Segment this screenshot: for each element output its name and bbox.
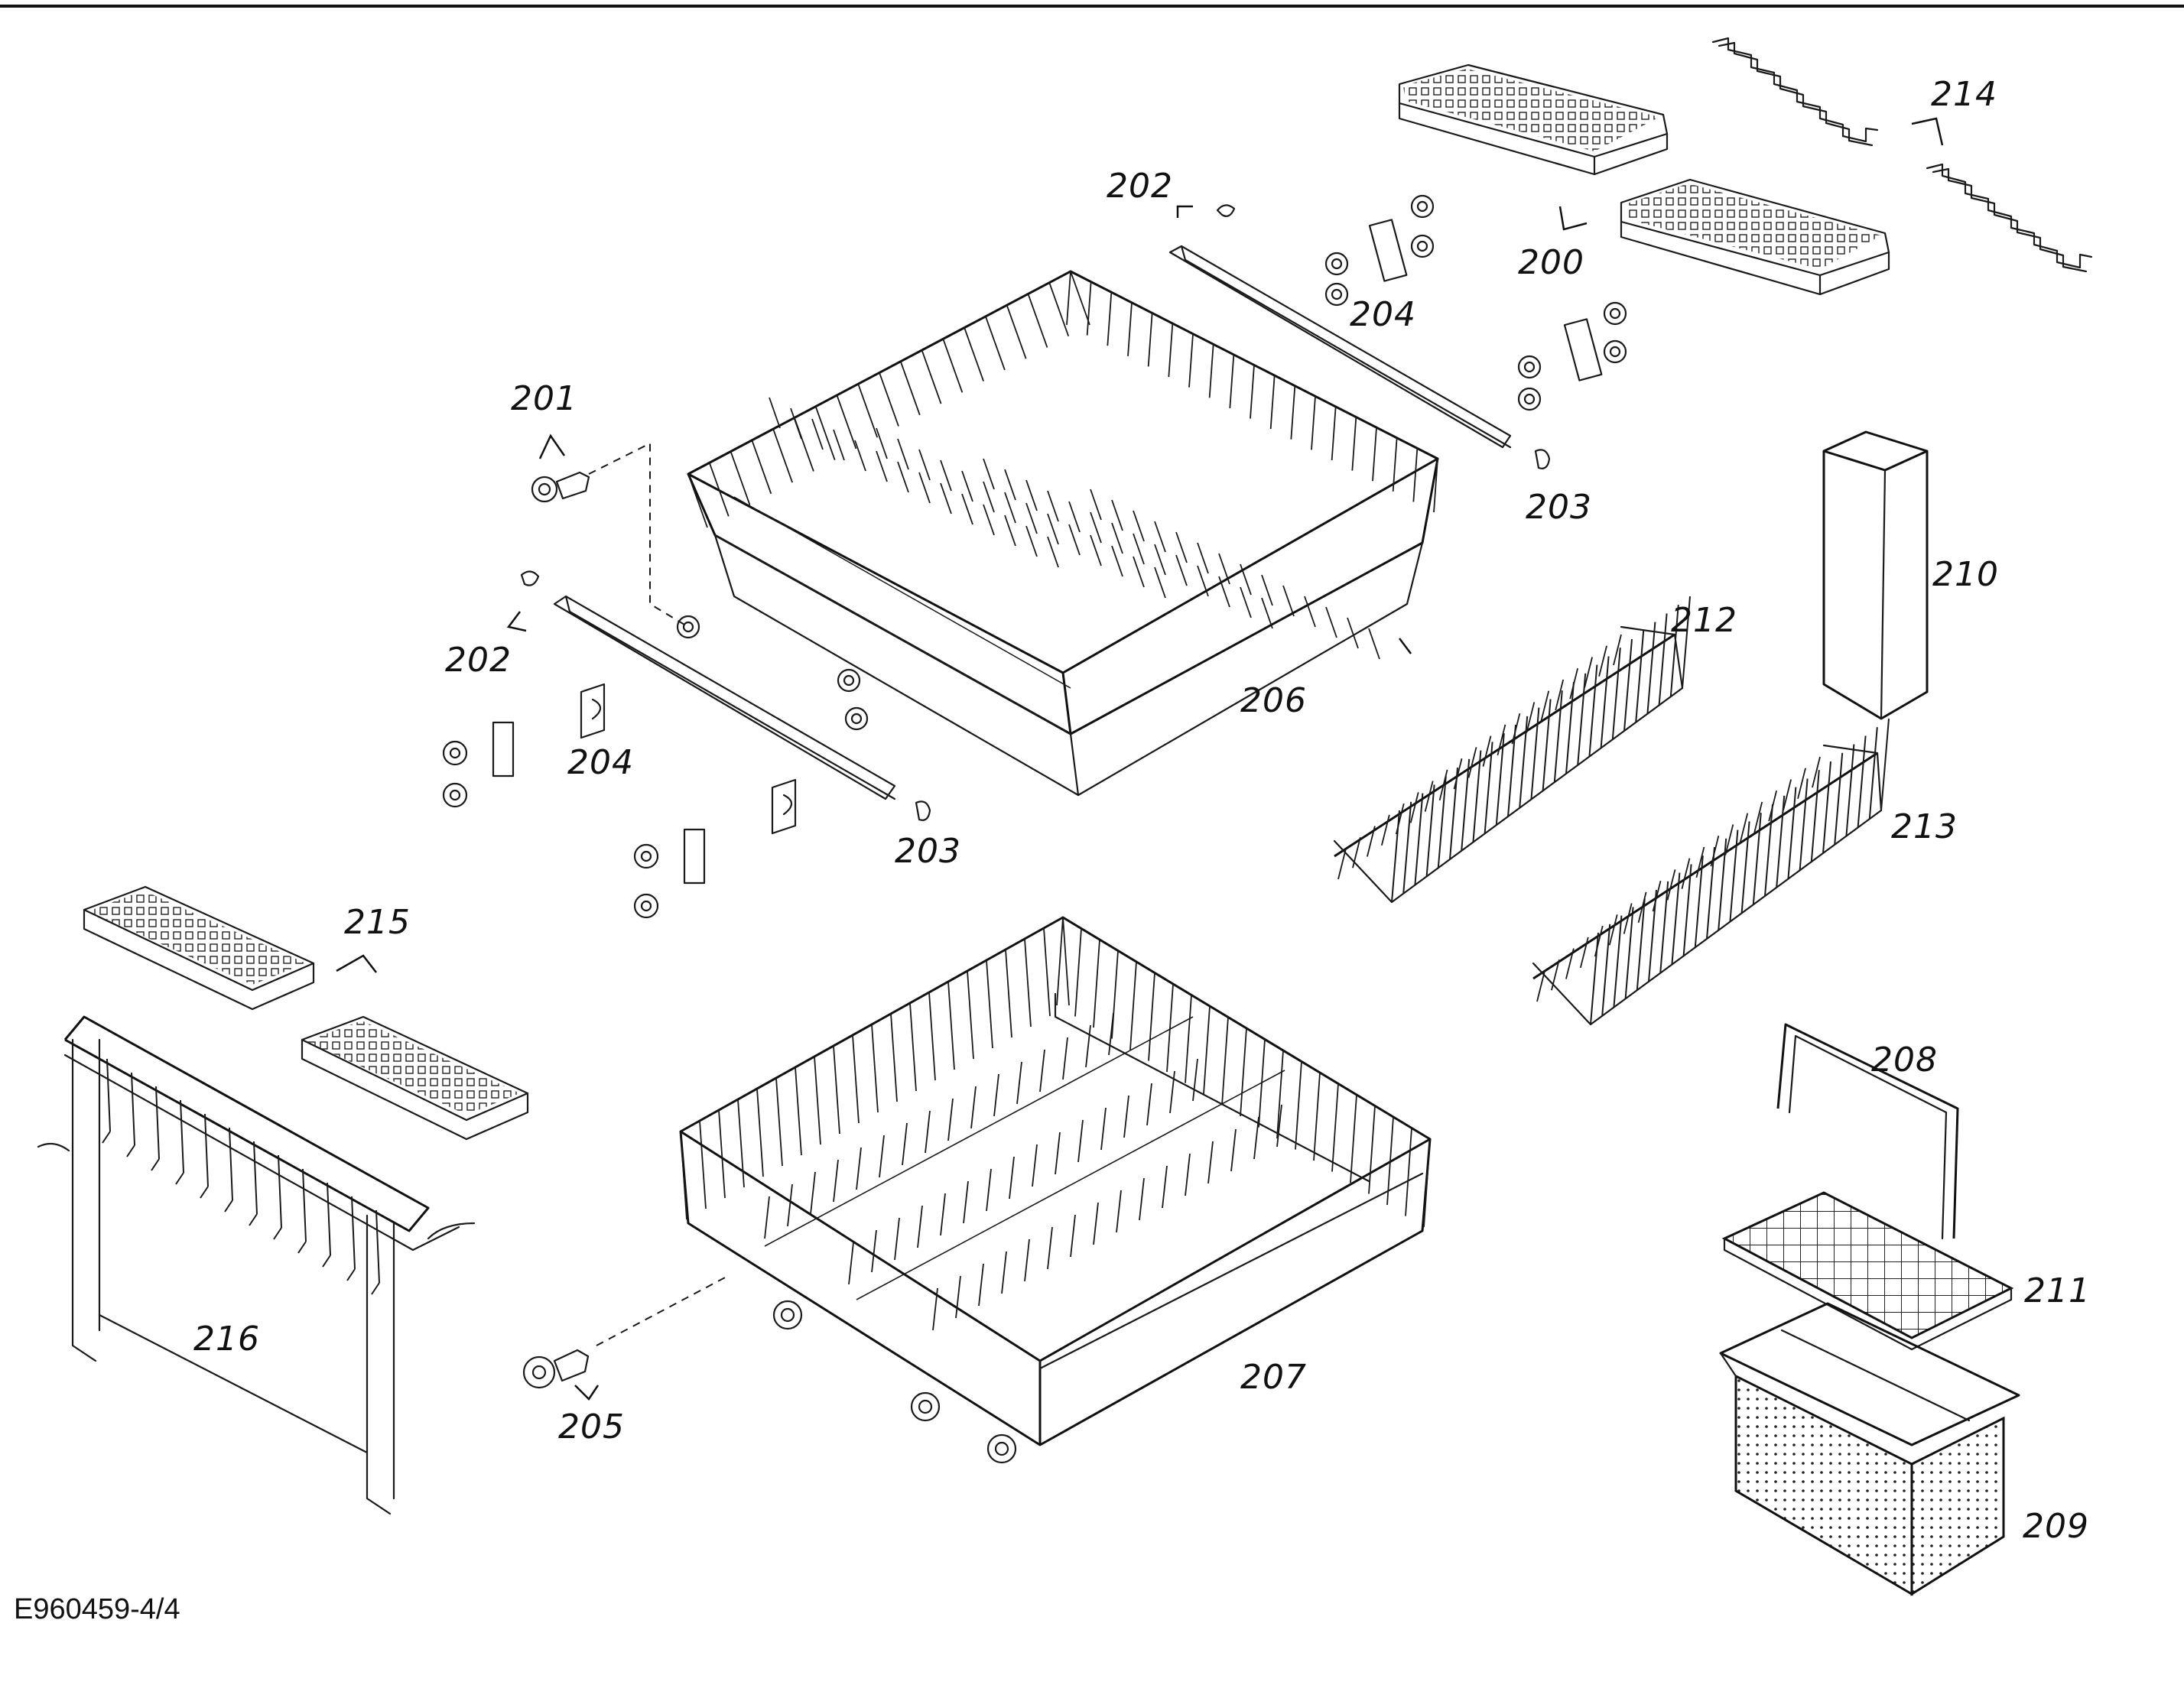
callout-215: 215 — [344, 903, 411, 942]
callout-208: 208 — [1871, 1041, 1938, 1080]
end-cap-upper-right — [1534, 449, 1551, 469]
zigzag-strip-bottom — [1926, 163, 2093, 273]
cup-rack-upper-left — [1398, 63, 1669, 176]
basket-wheel-205 — [522, 1276, 727, 1401]
callout-216: 216 — [193, 1320, 260, 1359]
callout-201: 201 — [511, 379, 577, 418]
cup-rack-215-right — [301, 1015, 529, 1141]
zigzag-strip-top — [1711, 37, 1879, 147]
roller-bracket-lower-left-2 — [633, 778, 797, 919]
cup-rack-upper-right — [1620, 178, 1890, 296]
callout-204-lower: 204 — [567, 743, 634, 782]
callout-210: 210 — [1932, 555, 1999, 594]
callout-209: 209 — [2023, 1507, 2089, 1546]
callout-203-upper: 203 — [1526, 488, 1592, 527]
cup-rack-215-left — [83, 885, 315, 1011]
callout-214: 214 — [1931, 75, 1997, 114]
folding-tine-rack-212 — [1333, 596, 1691, 904]
document-id: E960459-4/4 — [14, 1593, 180, 1625]
lower-basket — [679, 916, 1432, 1464]
callout-204-upper: 204 — [1350, 295, 1416, 334]
roller-bracket-upper-right-2 — [1517, 301, 1627, 411]
callout-202-upper: 202 — [1107, 167, 1173, 206]
callout-203-lower: 203 — [895, 832, 961, 871]
upper-basket — [676, 270, 1439, 797]
callout-213: 213 — [1891, 807, 1958, 846]
top-border-line — [0, 5, 2184, 8]
plate-rack-frame-216 — [37, 1015, 476, 1515]
cutlery-basket-209 — [1719, 1302, 2020, 1596]
callout-205: 205 — [558, 1407, 625, 1446]
basket-lid-211 — [1721, 1191, 2014, 1351]
folding-tine-rack-213 — [1532, 718, 1890, 1026]
roller-bracket-upper-right-1 — [1324, 194, 1435, 307]
basket-wheel-201 — [531, 433, 689, 628]
roller-bracket-lower-left-1 — [442, 683, 606, 808]
callout-200: 200 — [1518, 243, 1584, 282]
end-cap-lower-left — [915, 800, 931, 821]
callout-202-lower: 202 — [445, 641, 512, 680]
callout-211: 211 — [2024, 1271, 2091, 1310]
basket-handle-208 — [1776, 1023, 1959, 1240]
callout-207: 207 — [1240, 1358, 1307, 1397]
rail-lower-left — [506, 570, 896, 800]
cutlery-tube-210 — [1822, 430, 1929, 720]
rail-upper-right — [1168, 204, 1512, 449]
leader-215 — [336, 954, 377, 973]
callout-206: 206 — [1240, 681, 1307, 720]
callout-212: 212 — [1671, 601, 1737, 640]
